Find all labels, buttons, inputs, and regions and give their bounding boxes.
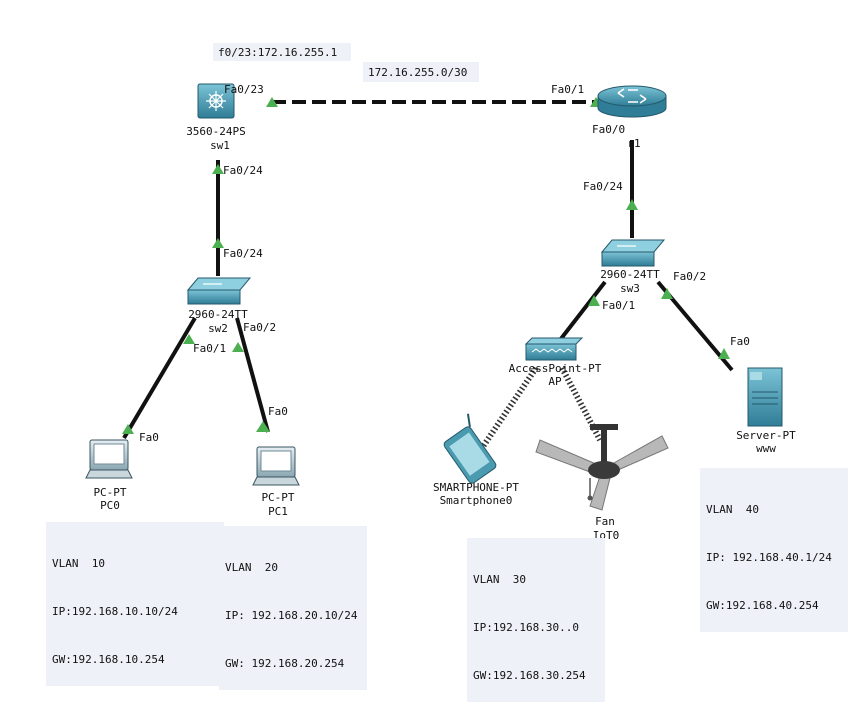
port-label: Fa0/1 (602, 299, 635, 312)
device-label: sw2 (208, 322, 228, 335)
device-label: sw1 (210, 139, 230, 152)
link-up-marker (122, 424, 134, 434)
link-ap-fan-wireless (559, 366, 603, 442)
port-label: Fa0 (268, 405, 288, 418)
note-ip: IP:192.168.30..0 (473, 621, 579, 634)
note-vlan10: VLAN 10 IP:192.168.10.10/24 GW:192.168.1… (46, 522, 224, 686)
port-label: Fa0 (139, 431, 159, 444)
switch-sw2[interactable] (186, 277, 252, 305)
link-up-marker (661, 288, 673, 299)
note-vlan: VLAN 20 (225, 561, 278, 574)
port-label: Fa0/1 (551, 83, 584, 96)
fan-iot0[interactable] (535, 424, 669, 511)
note-ip: IP:192.168.10.10/24 (52, 605, 178, 618)
fan-icon (535, 439, 597, 473)
link-up-marker (626, 199, 638, 210)
note-ip: IP: 192.168.40.1/24 (706, 551, 832, 564)
server-www[interactable] (747, 367, 783, 427)
device-label: 2960-24TT (188, 308, 248, 321)
port-label: Fa0 (730, 335, 750, 348)
device-label: Server-PT (736, 429, 796, 442)
note-gw: GW:192.168.40.254 (706, 599, 819, 612)
port-label: Fa0/23 (224, 83, 264, 96)
note-gw: GW:192.168.10.254 (52, 653, 165, 666)
device-label: PC-PT (93, 486, 126, 499)
port-label: Fa0/24 (583, 180, 623, 193)
device-label: 2960-24TT (600, 268, 660, 281)
link-up-marker (183, 334, 195, 344)
link-sw3-ap[interactable] (558, 280, 607, 342)
port-label: Fa0/2 (673, 270, 706, 283)
link-up-marker (232, 342, 244, 352)
switch-sw3[interactable] (600, 239, 666, 267)
device-label: PC-PT (261, 491, 294, 504)
device-label: PC0 (100, 499, 120, 512)
device-label: SMARTPHONE-PT (433, 481, 519, 494)
device-label: AP (548, 375, 562, 388)
device-label: www (756, 442, 776, 455)
note-vlan30: VLAN 30 IP:192.168.30..0 GW:192.168.30.2… (467, 538, 605, 702)
device-label: AccessPoint-PT (509, 362, 602, 375)
smartphone-smartphone0[interactable] (437, 413, 503, 485)
link-up-marker (266, 97, 278, 107)
note-vlan: VLAN 30 (473, 573, 526, 586)
link-up-marker (718, 348, 730, 359)
link-sw2-pc0[interactable] (122, 316, 197, 440)
port-label: Fa0/24 (223, 164, 263, 177)
note-vlan: VLAN 40 (706, 503, 759, 516)
port-label: Fa0/2 (243, 321, 276, 334)
note-ip: IP: 192.168.20.10/24 (225, 609, 358, 622)
subnet-label: 172.16.255.0/30 (368, 66, 467, 79)
note-gw: GW: 192.168.20.254 (225, 657, 345, 670)
sw1-interface-ip: f0/23:172.16.255.1 (218, 46, 337, 59)
note-gw: GW:192.168.30.254 (473, 669, 586, 682)
link-up-marker (256, 421, 270, 432)
links (122, 100, 734, 450)
network-topology: 3560-24PS sw1 r1 2960-24TT sw2 2960-24TT… (85, 43, 796, 542)
note-vlan: VLAN 10 (52, 557, 105, 570)
port-label: Fa0/24 (223, 247, 263, 260)
switch-sw1[interactable] (197, 83, 235, 119)
device-label: PC1 (268, 505, 288, 518)
port-labels: Fa0/23 Fa0/1 Fa0/0 Fa0/24 Fa0/24 Fa0/1 F… (139, 83, 750, 444)
port-label: Fa0/0 (592, 123, 625, 136)
pc-pc0[interactable] (85, 439, 133, 479)
note-vlan20: VLAN 20 IP: 192.168.20.10/24 GW: 192.168… (219, 526, 367, 690)
device-label: Smartphone0 (440, 494, 513, 507)
access-point-ap[interactable] (524, 337, 584, 361)
device-label: r1 (627, 137, 640, 150)
pc-pc1[interactable] (252, 446, 300, 486)
link-sw2-pc1[interactable] (235, 317, 270, 433)
link-up-marker (588, 295, 600, 306)
router-r1[interactable] (597, 85, 667, 118)
device-label: Fan (595, 515, 615, 528)
port-label: Fa0/1 (193, 342, 226, 355)
link-up-marker (212, 238, 224, 248)
link-up-marker (212, 164, 224, 174)
note-vlan40: VLAN 40 IP: 192.168.40.1/24 GW:192.168.4… (700, 468, 848, 632)
link-ap-phone-wireless (479, 366, 539, 450)
access-point-icon (524, 337, 584, 345)
device-label: sw3 (620, 282, 640, 295)
device-label: 3560-24PS (186, 125, 246, 138)
